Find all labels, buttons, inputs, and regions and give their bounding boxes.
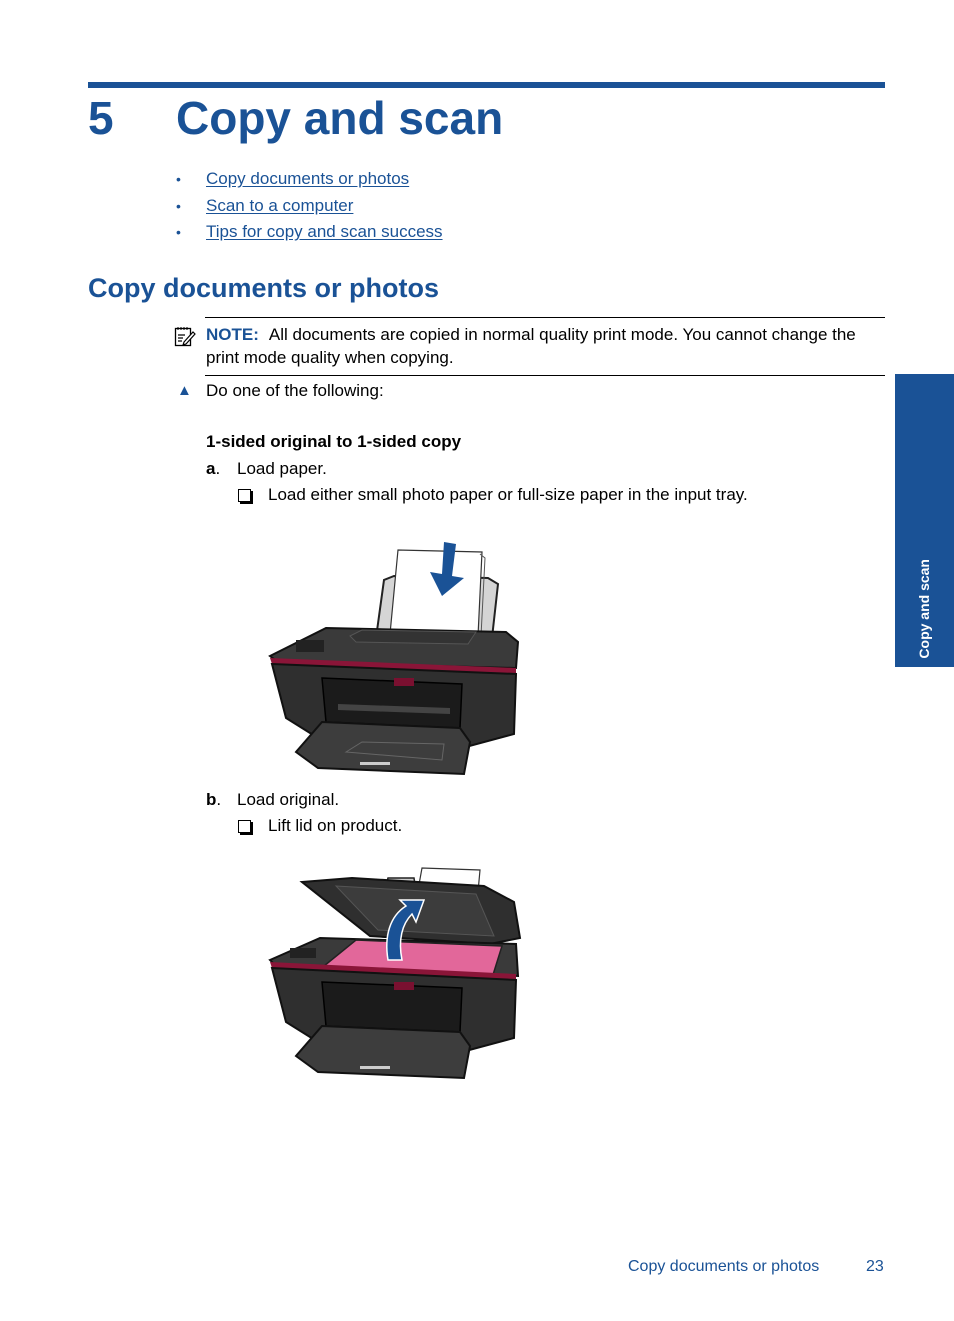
step-letter: a	[206, 459, 216, 478]
step-intro: Do one of the following:	[206, 381, 384, 400]
checkbox-icon	[238, 489, 251, 502]
note-bottom-rule	[205, 375, 885, 376]
note-body: All documents are copied in normal quali…	[206, 325, 856, 367]
section-title: Copy documents or photos	[88, 273, 439, 303]
note: NOTE:All documents are copied in normal …	[206, 323, 886, 369]
note-icon	[174, 325, 196, 347]
bullet-icon: •	[176, 224, 181, 240]
note-top-rule	[205, 317, 885, 318]
toc-item: • Copy documents or photos	[176, 168, 443, 195]
subheading: 1-sided original to 1-sided copy	[206, 432, 462, 451]
chapter-number: 5	[88, 92, 114, 144]
step-a-substep: Load either small photo paper or full-si…	[268, 485, 748, 504]
step-letter: b	[206, 790, 217, 809]
step-a-text: Load paper.	[237, 459, 327, 478]
side-tab-label: Copy and scan	[916, 559, 932, 659]
bullet-icon: •	[176, 171, 181, 187]
step-b-substep: Lift lid on product.	[268, 816, 403, 835]
step-triangle-icon: ▲	[177, 382, 192, 399]
toc-link-scan-to-computer[interactable]: Scan to a computer	[206, 195, 354, 215]
footer-section-title: Copy documents or photos	[628, 1258, 820, 1275]
toc-item: • Tips for copy and scan success	[176, 221, 443, 248]
printer-lift-lid-illustration	[266, 866, 522, 1084]
chapter-title: Copy and scan	[176, 92, 504, 144]
chapter-side-tab[interactable]: Copy and scan	[895, 374, 954, 667]
footer-page-number: 23	[866, 1258, 884, 1275]
toc-link-copy-documents[interactable]: Copy documents or photos	[206, 169, 410, 188]
step-letter-dot: .	[215, 459, 221, 478]
chapter-top-rule	[88, 82, 885, 88]
chapter-toc: • Copy documents or photos • Scan to a c…	[176, 168, 443, 248]
note-label: NOTE:	[206, 325, 259, 344]
step-b-text: Load original.	[237, 790, 340, 809]
step-a: a.	[206, 458, 220, 480]
toc-link-tips[interactable]: Tips for copy and scan success	[206, 222, 443, 241]
step-letter-dot: .	[216, 790, 222, 809]
checkbox-icon	[238, 820, 251, 833]
printer-loading-paper-illustration	[266, 538, 522, 782]
toc-item: • Scan to a computer	[176, 195, 443, 222]
bullet-icon: •	[176, 197, 181, 214]
step-b: b.	[206, 789, 221, 811]
